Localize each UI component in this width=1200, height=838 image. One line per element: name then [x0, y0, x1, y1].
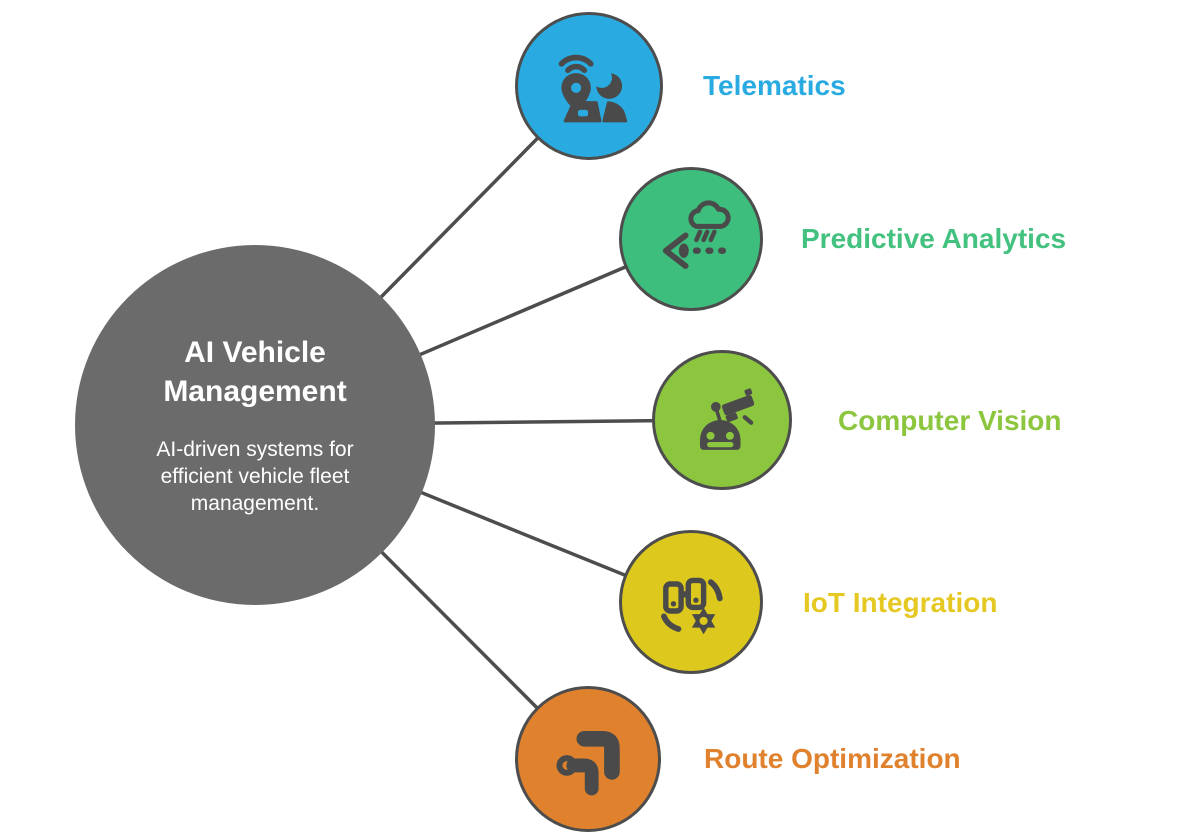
center-description: AI-driven systems for efficient vehicle …	[156, 438, 354, 515]
route-arrows-icon	[556, 730, 620, 796]
forecast-cloud-eye-icon	[662, 200, 731, 269]
node-circle-predictive-analytics	[619, 167, 763, 311]
node-circle-route-optimization	[515, 686, 661, 832]
node-circle-telematics	[515, 12, 663, 160]
center-node: AI Vehicle Management AI-driven systems …	[75, 245, 435, 605]
tracking-signal-icon	[558, 54, 628, 123]
node-circle-iot-integration	[619, 530, 763, 674]
center-title: AI Vehicle Management	[163, 336, 347, 408]
node-label-predictive-analytics: Predictive Analytics	[801, 223, 1067, 254]
connected-devices-gear-icon	[661, 577, 723, 635]
node-circle-computer-vision	[652, 350, 792, 490]
node-label-telematics: Telematics	[703, 70, 846, 101]
node-label-iot-integration: IoT Integration	[803, 587, 998, 618]
robot-surveillance-camera-icon	[700, 388, 755, 450]
node-label-computer-vision: Computer Vision	[838, 405, 1062, 436]
node-label-route-optimization: Route Optimization	[704, 743, 961, 774]
